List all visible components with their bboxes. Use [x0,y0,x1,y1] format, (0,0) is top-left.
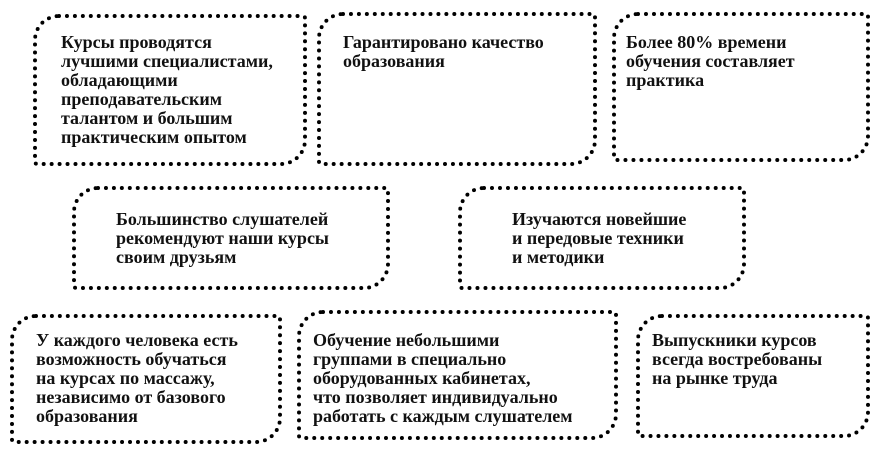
box-text: Большинство слушателей рекомендуют наши … [116,209,329,267]
advantage-box-specialists: Курсы проводятся лучшими специалистами, … [33,14,307,166]
box-text: У каждого человека есть возможность обуч… [36,330,238,426]
box-text: Обучение небольшими группами в специальн… [313,330,573,426]
advantage-box-small-groups: Обучение небольшими группами в специальн… [297,310,618,440]
box-text: Более 80% времени обучения составляет пр… [626,32,795,90]
advantage-box-quality: Гарантировано качество образования [317,12,597,166]
box-text: Выпускники курсов всегда востребованы на… [652,330,823,388]
box-text: Гарантировано качество образования [343,32,544,71]
advantage-box-practice: Более 80% времени обучения составляет пр… [612,12,870,162]
advantage-box-graduates: Выпускники курсов всегда востребованы на… [636,314,870,438]
box-text: Курсы проводятся лучшими специалистами, … [61,32,273,147]
advantage-box-recommend: Большинство слушателей рекомендуют наши … [72,186,390,290]
box-text: Изучаются новейшие и передовые техники и… [512,209,687,267]
advantage-box-techniques: Изучаются новейшие и передовые техники и… [458,186,746,290]
advantage-box-everyone: У каждого человека есть возможность обуч… [10,314,282,444]
